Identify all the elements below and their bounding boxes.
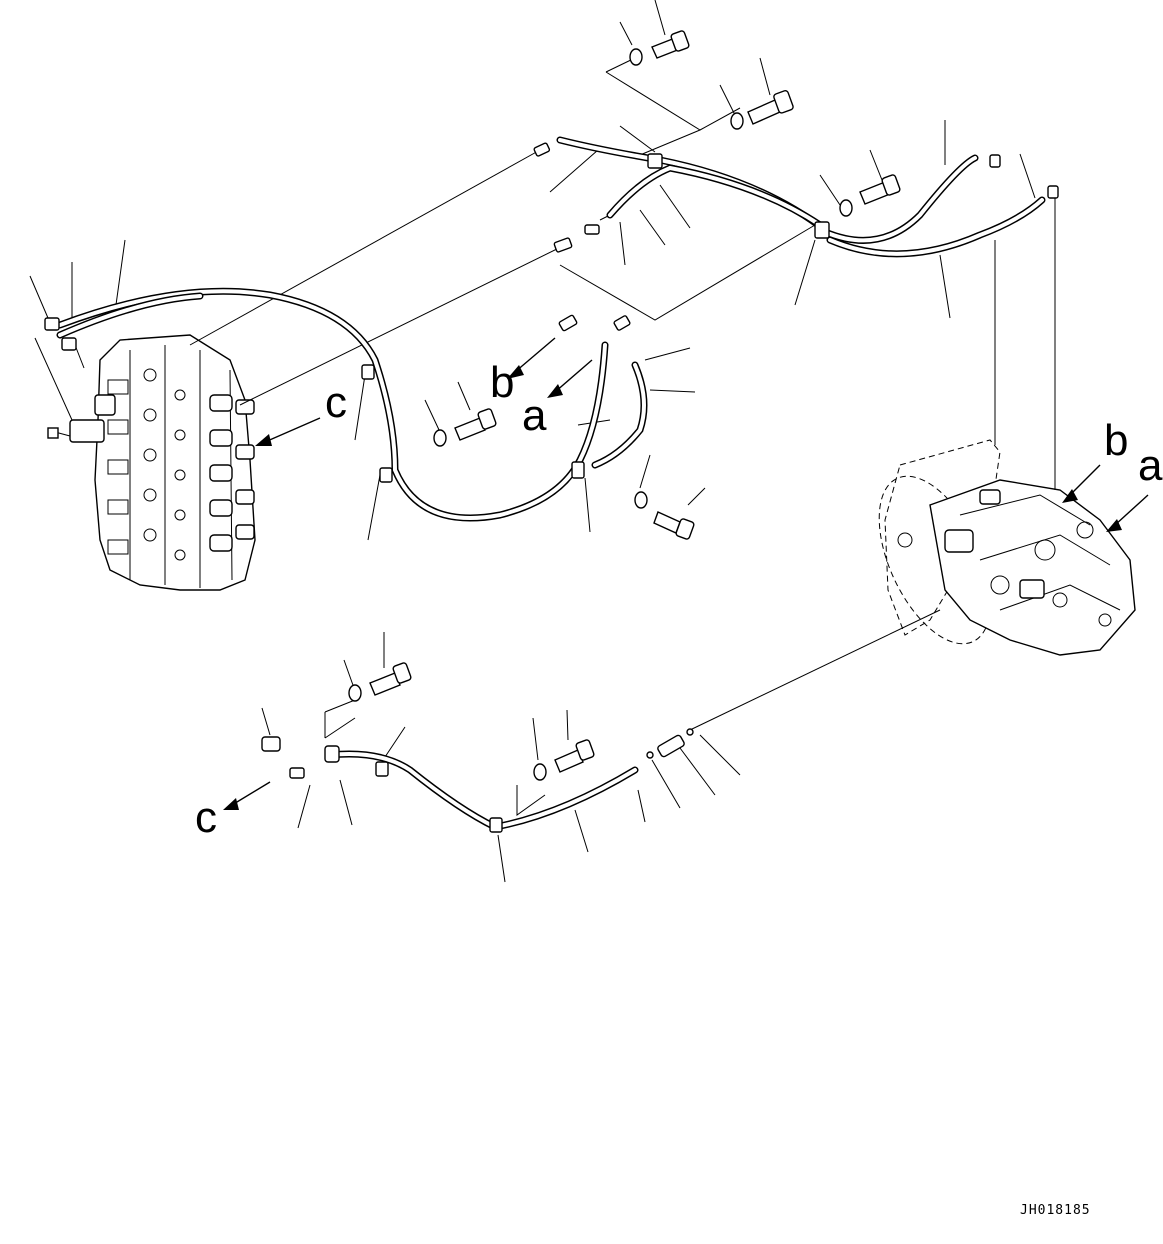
washer-icon [348,48,853,781]
control-valve-assembly-icon [47,334,256,591]
hose-icon [56,136,1046,831]
marker-b-upper: b [490,358,514,407]
fitting-icon [44,142,1059,779]
leader-lines [29,0,1056,883]
marker-a-upper: a [522,391,547,440]
marker-a-right: a [1138,441,1163,490]
bolt-icon [369,30,901,773]
marker-c-upper: c [325,378,347,427]
hydraulic-pump-assembly-icon [878,439,1136,656]
marker-b-right: b [1104,416,1128,465]
direction-arrows [223,337,1149,810]
clamp-icon [324,153,830,833]
drawing-code: JH018185 [1020,1203,1091,1218]
marker-c-lower: c [195,793,217,842]
